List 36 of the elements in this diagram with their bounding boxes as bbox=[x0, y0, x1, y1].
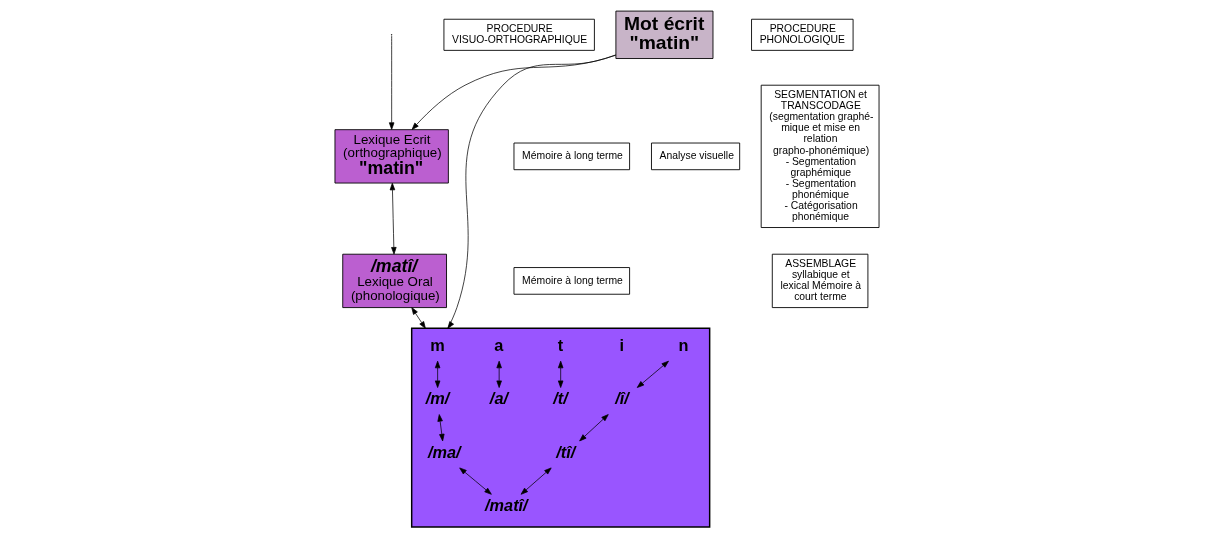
node-text: a bbox=[494, 336, 504, 355]
arrow bbox=[447, 54, 617, 329]
arrow bbox=[389, 182, 397, 255]
node-box: ASSEMBLAGE syllabique et lexical Mémoire à court terme bbox=[771, 253, 869, 309]
node-text: /matî/ bbox=[485, 496, 528, 515]
arrow bbox=[434, 360, 441, 388]
node-text: t bbox=[557, 336, 564, 355]
node-text: i bbox=[619, 336, 625, 355]
arrow bbox=[459, 467, 492, 495]
arrow bbox=[520, 467, 552, 495]
arrow bbox=[636, 360, 669, 388]
arrow bbox=[411, 307, 426, 329]
node-box: PROCEDURE VISUO-ORTHOGRAPHIQUE bbox=[443, 18, 595, 51]
node-text: /a/ bbox=[489, 389, 509, 408]
node-text: /ma/ bbox=[427, 442, 461, 461]
node-text: m bbox=[430, 336, 445, 355]
node-box: PROCEDURE PHONOLOGIQUE bbox=[751, 18, 854, 51]
node-text: /tî/ bbox=[556, 442, 576, 461]
node-text: /î/ bbox=[615, 389, 629, 408]
node-box: Mémoire à long terme bbox=[513, 142, 631, 171]
arrow bbox=[388, 35, 395, 130]
node-text: /m/ bbox=[425, 389, 450, 408]
arrow bbox=[437, 414, 445, 442]
node-box: SEGMENTATION et TRANSCODAGE (segmentation graphé- mique et mise en relation grapho-phonémique) - Segmentation graphémique - Segmentation phonémique - Catégorisation phonémique bbox=[760, 84, 880, 228]
arrow bbox=[411, 54, 617, 130]
node-box: Mémoire à long terme bbox=[513, 267, 631, 295]
node-box: Mot écrit "matin" bbox=[615, 10, 714, 59]
node-text: n bbox=[678, 336, 689, 355]
node-box: Analyse visuelle bbox=[651, 142, 741, 171]
cluster bbox=[410, 327, 711, 528]
node-text: /t/ bbox=[553, 389, 568, 408]
arrow bbox=[579, 414, 609, 442]
arrow bbox=[557, 360, 564, 388]
arrow bbox=[496, 360, 502, 388]
node-box: /matî/ Lexique Oral (phonologique) bbox=[342, 253, 447, 309]
node-box: Lexique Ecrit (orthographique) "matin" bbox=[334, 129, 449, 184]
